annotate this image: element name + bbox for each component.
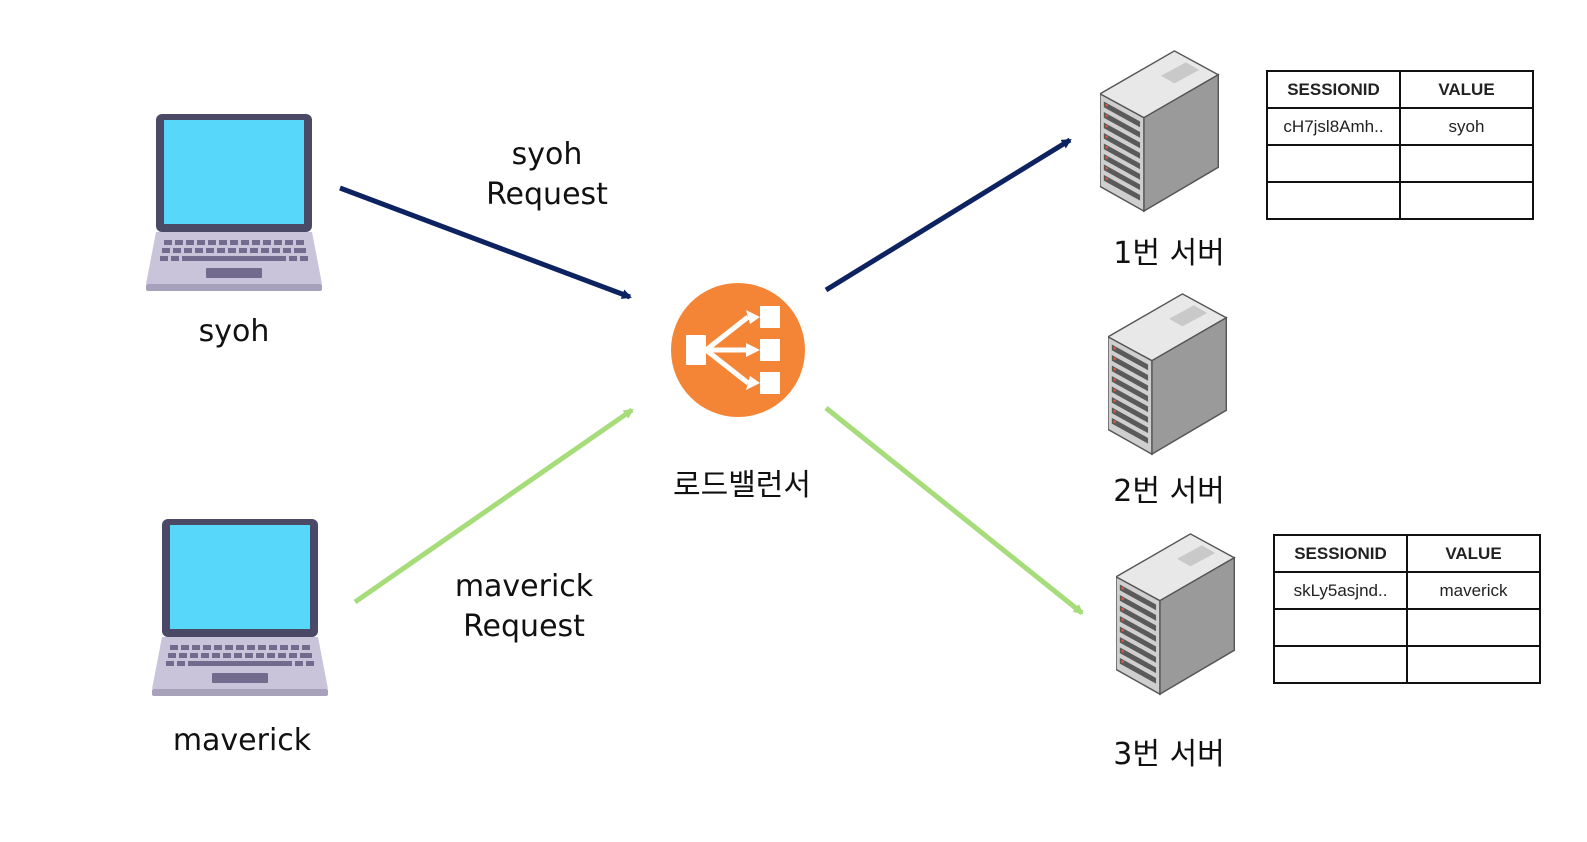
table-header-row: SESSIONID VALUE <box>1266 70 1534 109</box>
table-row: cH7jsl8Amh.. syoh <box>1266 107 1534 146</box>
request-label-line1: maverick <box>454 569 594 604</box>
table-row <box>1273 645 1541 684</box>
session-table-server3: SESSIONID VALUE skLy5asjnd.. maverick <box>1273 534 1541 684</box>
load-balancer-label: 로드밸런서 <box>673 468 811 503</box>
server-label-1: 1번 서버 <box>1113 236 1225 271</box>
session-value-cell: syoh <box>1399 107 1534 146</box>
server-icon <box>1108 293 1228 455</box>
server-icon <box>1116 533 1236 695</box>
table-row <box>1266 181 1534 220</box>
laptop-icon <box>146 114 322 291</box>
session-id-cell: cH7jsl8Amh.. <box>1266 107 1401 146</box>
syoh-request-arrow <box>339 185 632 300</box>
request-label-maverick: maverick Request <box>444 567 604 647</box>
maverick-request-arrow <box>353 407 634 605</box>
session-id-cell <box>1266 144 1401 183</box>
session-id-cell <box>1266 181 1401 220</box>
client-label-maverick: maverick <box>172 723 312 758</box>
laptop-icon <box>152 519 328 696</box>
column-header-sessionid: SESSIONID <box>1273 534 1408 573</box>
table-row: skLy5asjnd.. maverick <box>1273 571 1541 610</box>
request-label-line2: Request <box>486 177 608 212</box>
session-id-cell <box>1273 608 1408 647</box>
column-header-sessionid: SESSIONID <box>1266 70 1401 109</box>
server-icon <box>1100 50 1220 212</box>
server-label-3: 3번 서버 <box>1113 737 1225 772</box>
client-label-syoh: syoh <box>198 314 270 349</box>
session-value-cell <box>1399 181 1534 220</box>
session-value-cell <box>1406 645 1541 684</box>
lb-to-server1-arrow <box>824 137 1072 293</box>
lb-to-server3-arrow <box>824 406 1084 615</box>
server-label-2: 2번 서버 <box>1113 474 1225 509</box>
request-label-line2: Request <box>463 609 585 644</box>
table-header-row: SESSIONID VALUE <box>1273 534 1541 573</box>
session-id-cell <box>1273 645 1408 684</box>
session-value-cell: maverick <box>1406 571 1541 610</box>
column-header-value: VALUE <box>1406 534 1541 573</box>
request-label-syoh: syoh Request <box>467 135 627 215</box>
session-value-cell <box>1399 144 1534 183</box>
session-id-cell: skLy5asjnd.. <box>1273 571 1408 610</box>
column-header-value: VALUE <box>1399 70 1534 109</box>
load-balancer-icon <box>671 283 805 417</box>
session-value-cell <box>1406 608 1541 647</box>
table-row <box>1266 144 1534 183</box>
request-label-line1: syoh <box>511 137 583 172</box>
table-row <box>1273 608 1541 647</box>
session-table-server1: SESSIONID VALUE cH7jsl8Amh.. syoh <box>1266 70 1534 220</box>
